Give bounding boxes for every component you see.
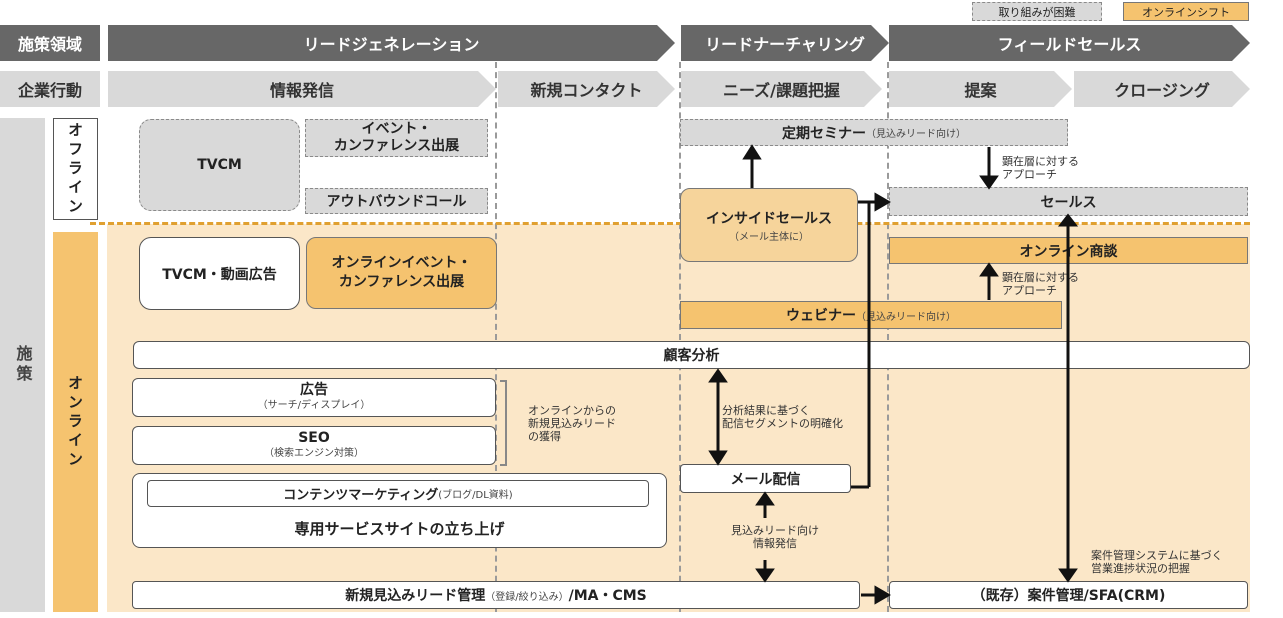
legend-difficult: 取り組みが困難 [972,2,1102,21]
seminar-label: 定期セミナー [782,125,866,142]
note-info: 見込みリード向け 情報発信 [731,524,819,550]
seo-label: SEO [298,429,330,446]
seminar-box: 定期セミナー（見込みリード向け） [680,119,1068,146]
measures-label: 施策 [0,118,45,612]
service-site-label: 専用サービスサイトの立ち上げ [294,519,505,538]
divider-3 [887,62,889,612]
phase-lead-generation: リードジェネレーション [108,25,675,61]
arrow-sfa-up [1057,213,1079,227]
online-text: オンライン [66,374,84,470]
bracket [500,380,507,466]
content-group: コンテンツマーケティング(ブログ/DL資料) 専用サービスサイトの立ち上げ [132,473,667,548]
action-closing: クロージング [1074,71,1250,107]
offline-text: オフライン [66,121,84,217]
phase-field-sales: フィールドセールス [889,25,1250,61]
lead-mgmt-box: 新規見込みリード管理（登録/絞り込み）/MA・CMS [132,581,860,609]
legend-difficult-label: 取り組みが困難 [998,5,1076,19]
lead-mgmt-tail: /MA・CMS [568,588,647,604]
note-newlead: オンラインからの 新規見込みリード の獲得 [528,404,616,443]
seo-box: SEO （検索エンジン対策） [132,426,496,465]
arrow-inside-sales [874,192,891,212]
event-offline-box: イベント・ カンファレンス出展 [305,119,488,157]
lead-mgmt-sub: （登録/絞り込み） [485,591,569,603]
arrow-webinar-meeting [979,262,999,277]
arrow-analysis-up [708,368,728,383]
online-label: オンライン [53,232,98,612]
online-event-box: オンラインイベント・ カンファレンス出展 [306,237,497,309]
note-offline: 顕在層に対する アプローチ [1002,155,1079,181]
lead-mgmt-label: 新規見込みリード管理 [345,588,486,604]
arrow-seminar-sales [979,175,999,190]
arrow-sfa-down [1058,568,1078,583]
webinar-box: ウェビナー（見込みリード向け） [680,301,1062,329]
webinar-sub: （見込みリード向け） [856,311,956,323]
outbound-call-box: アウトバウンドコール [305,188,488,214]
ad-sub: （サーチ/ディスプレイ） [257,399,371,411]
seminar-sub: （見込みリード向け） [866,129,966,140]
arrow-mail-up [755,491,775,506]
sfa-box: （既存）案件管理/SFA(CRM) [889,581,1248,609]
offline-label: オフライン [53,118,98,220]
action-label: 企業行動 [0,71,100,107]
seo-sub: （検索エンジン対策） [264,447,364,459]
tvcm-video-box: TVCM・動画広告 [139,237,300,310]
legend-online-shift-label: オンラインシフト [1142,5,1230,19]
customer-analysis-box: 顧客分析 [133,341,1250,369]
action-info: 情報発信 [108,71,496,107]
phase-lead-nurturing: リードナーチャリング [681,25,889,61]
domain-label: 施策領域 [0,25,100,61]
note-segment: 分析結果に基づく 配信セグメントの明確化 [722,404,843,430]
divider-2 [679,62,681,612]
legend-online-shift: オンラインシフト [1123,2,1249,21]
arrow-analysis-down [708,450,728,466]
arrow-lead-sfa [874,585,891,605]
inside-sales-box: インサイドセールス （メール主体に） [680,188,858,262]
offline-online-separator [90,222,1250,225]
inside-sales-label: インサイドセールス [706,210,832,227]
action-new-contact: 新規コンタクト [498,71,675,107]
note-online: 顕在層に対する アプローチ [1002,271,1079,297]
webinar-label: ウェビナー [786,308,856,324]
tvcm-box: TVCM [139,119,300,211]
action-proposal: 提案 [889,71,1072,107]
inside-sales-sub: （メール主体に） [729,231,809,243]
note-sfa: 案件管理システムに基づく 営業進捗状況の把握 [1091,549,1223,575]
ad-label: 広告 [300,381,328,398]
content-marketing-sub: (ブログ/DL資料) [438,490,513,501]
divider-1 [495,62,497,612]
action-needs: ニーズ/課題把握 [681,71,882,107]
ad-box: 広告 （サーチ/ディスプレイ） [132,378,496,417]
content-marketing-box: コンテンツマーケティング(ブログ/DL資料) [147,480,649,507]
arrow-lead-down [755,568,775,583]
arrow-inside-seminar [742,144,762,160]
content-marketing-label: コンテンツマーケティング [283,488,439,503]
measures-text: 施策 [13,345,33,385]
